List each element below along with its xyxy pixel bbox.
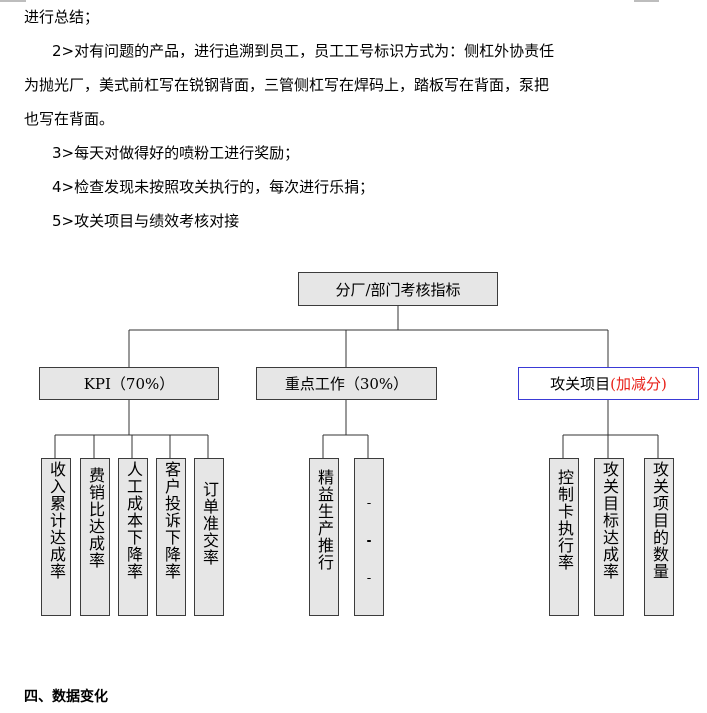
kpi-leaf-label: 收入累计达成率 bbox=[47, 461, 66, 580]
attack-node: 攻关项目(加减分) bbox=[518, 367, 699, 400]
top-rule-right bbox=[634, 0, 659, 2]
kpi-node: KPI（70%） bbox=[39, 367, 219, 400]
kpi-leaf: 订单准交率 bbox=[194, 458, 224, 616]
ellipsis-icon bbox=[367, 503, 371, 615]
kpi-leaf-label: 人工成本下降率 bbox=[124, 461, 143, 580]
paragraph-line: 进行总结； bbox=[24, 8, 100, 26]
focus-leaf-ellipsis bbox=[354, 458, 384, 616]
kpi-leaf: 人工成本下降率 bbox=[118, 458, 148, 616]
paragraph-line: 3>每天对做得好的喷粉工进行奖励； bbox=[52, 144, 300, 162]
kpi-leaf-label: 订单准交率 bbox=[200, 481, 219, 566]
paragraph-line: 4>检查发现未按照攻关执行的，每次进行乐捐； bbox=[52, 178, 375, 196]
root-node: 分厂/部门考核指标 bbox=[298, 272, 498, 306]
paragraph-line: 2>对有问题的产品，进行追溯到员工，员工工号标识方式为：侧杠外协责任 bbox=[52, 42, 555, 60]
kpi-leaf: 费销比达成率 bbox=[80, 458, 110, 616]
attack-node-extra: (加减分) bbox=[610, 375, 667, 393]
kpi-leaf-label: 客户投诉下降率 bbox=[162, 461, 181, 580]
kpi-node-label: KPI（70%） bbox=[83, 375, 175, 393]
attack-leaf: 攻关项目的数量 bbox=[644, 458, 674, 616]
kpi-leaf: 收入累计达成率 bbox=[41, 458, 71, 616]
focus-node-label: 重点工作（30%） bbox=[284, 375, 409, 393]
focus-node: 重点工作（30%） bbox=[256, 367, 437, 400]
paragraph-line: 为抛光厂，美式前杠写在锐钢背面，三管侧杠写在焊码上，踏板写在背面，泵把 bbox=[24, 76, 550, 94]
top-rule-left bbox=[0, 0, 26, 2]
attack-leaf-label: 控制卡执行率 bbox=[555, 469, 574, 571]
attack-leaf: 控制卡执行率 bbox=[549, 458, 579, 616]
attack-node-label: 攻关项目 bbox=[550, 375, 611, 393]
kpi-leaf: 客户投诉下降率 bbox=[156, 458, 186, 616]
attack-leaf-label: 攻关目标达成率 bbox=[600, 461, 619, 580]
section-heading: 四、数据变化 bbox=[24, 689, 108, 705]
root-node-label: 分厂/部门考核指标 bbox=[335, 280, 461, 299]
kpi-leaf-label: 费销比达成率 bbox=[86, 467, 105, 569]
attack-leaf-label: 攻关项目的数量 bbox=[650, 461, 669, 580]
paragraph-line: 也写在背面。 bbox=[24, 110, 115, 128]
focus-leaf-label: 精益生产推行 bbox=[315, 469, 334, 571]
focus-leaf: 精益生产推行 bbox=[309, 458, 339, 616]
attack-leaf: 攻关目标达成率 bbox=[594, 458, 624, 616]
paragraph-line: 5>攻关项目与绩效考核对接 bbox=[52, 212, 240, 230]
